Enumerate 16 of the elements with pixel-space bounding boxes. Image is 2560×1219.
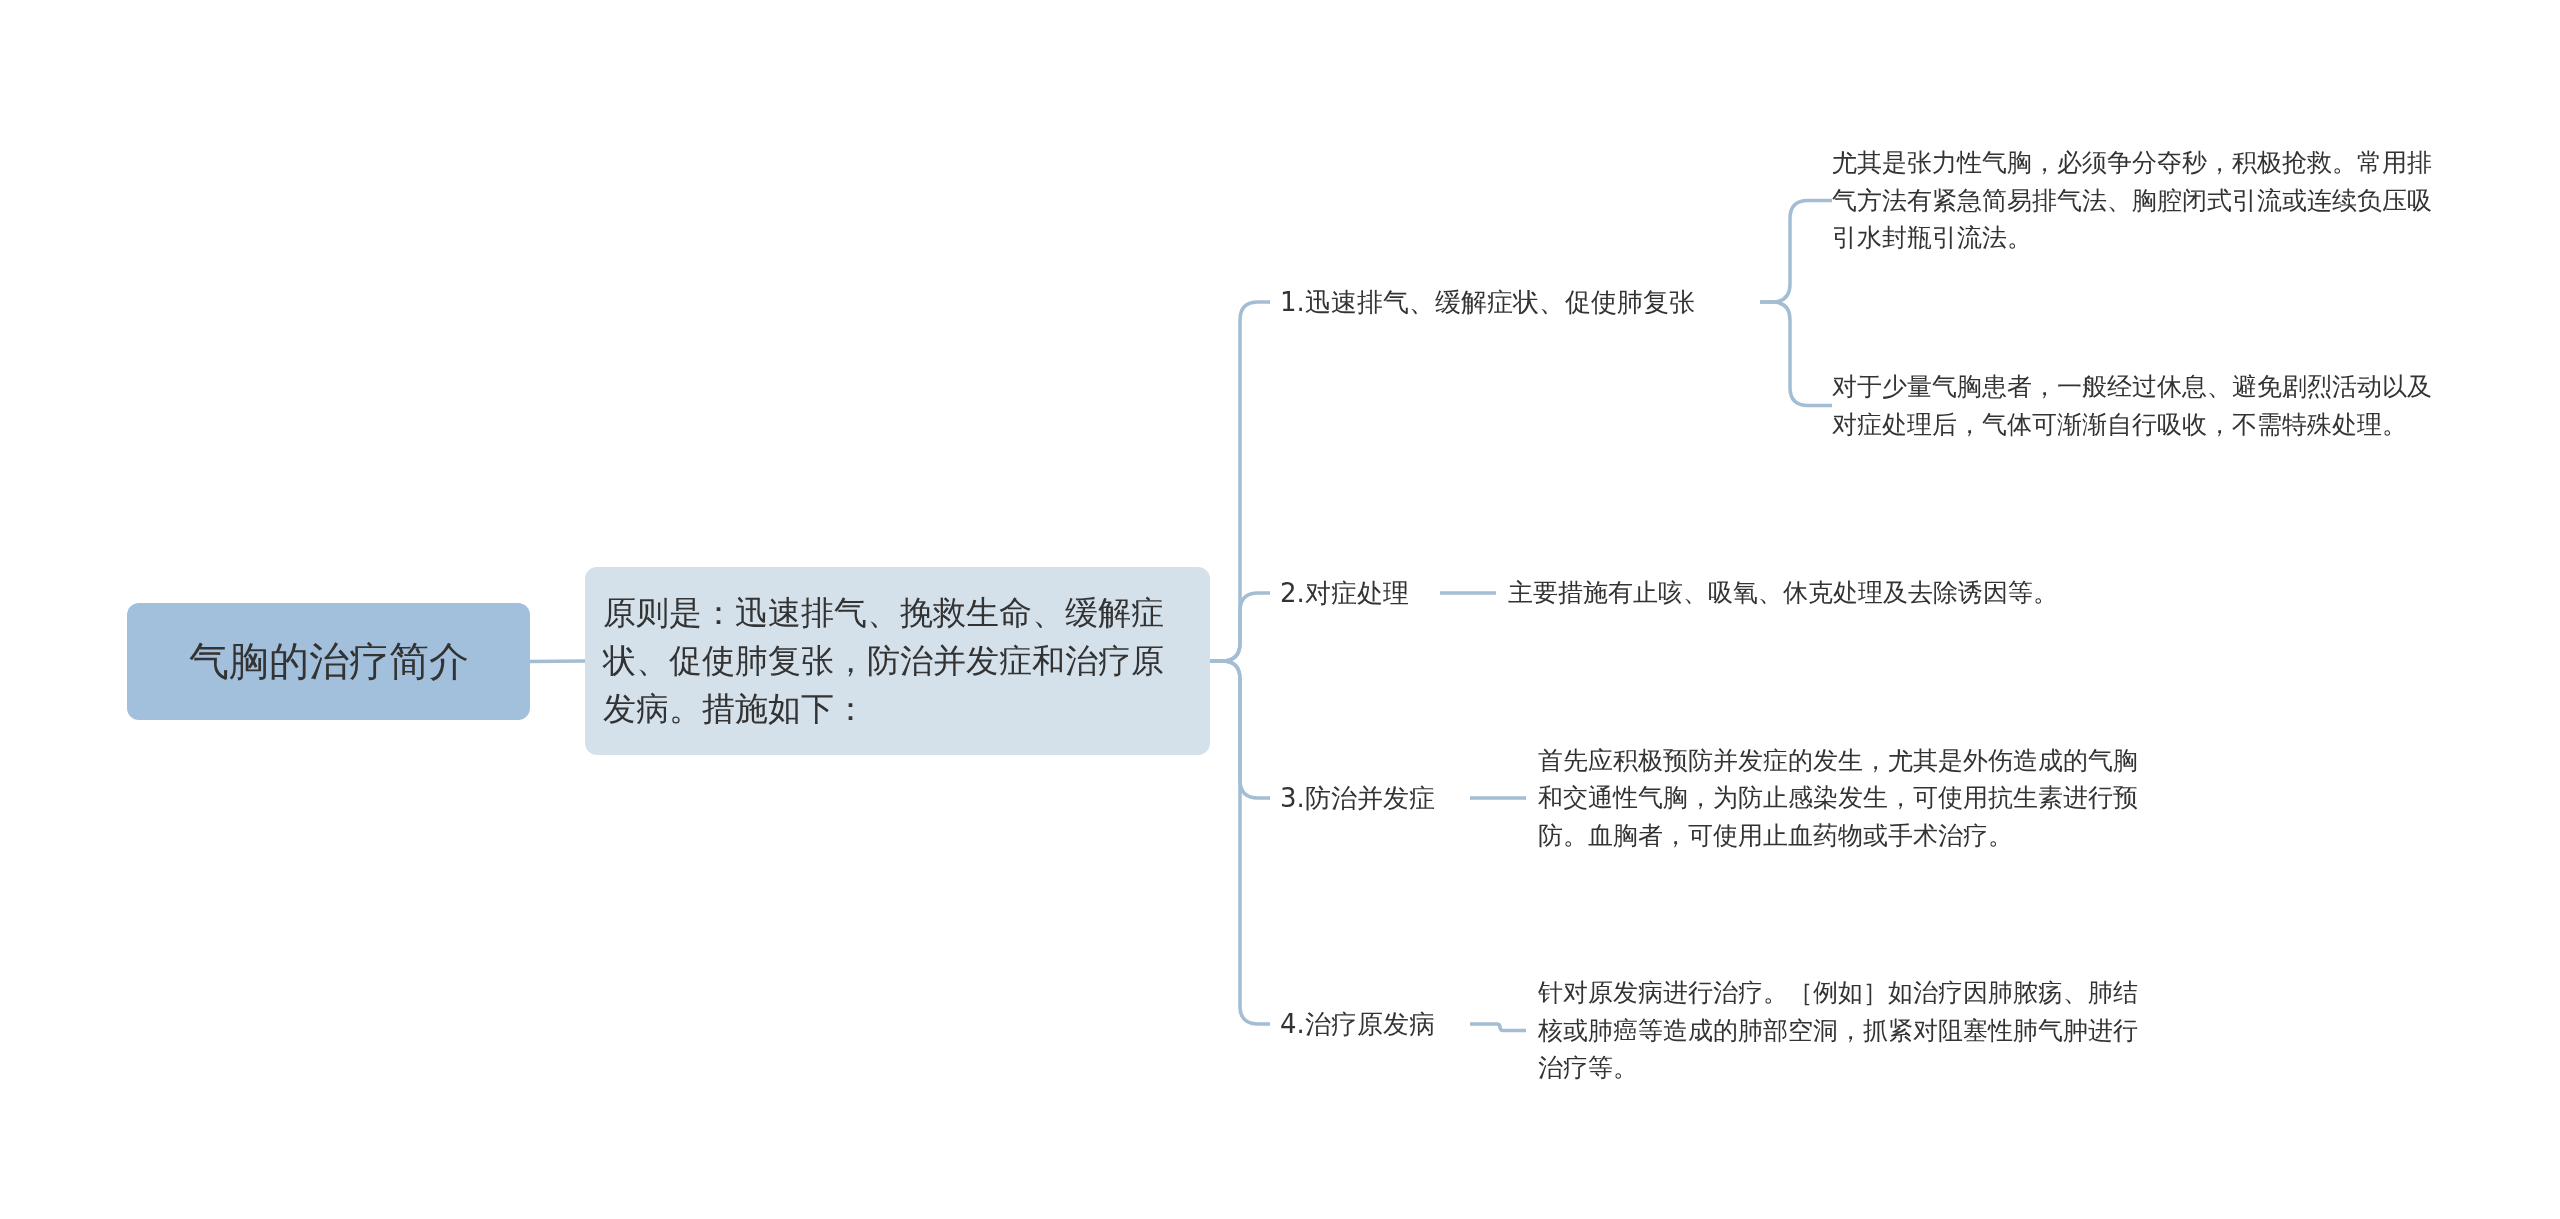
connector-line [1470, 1022, 1526, 1033]
root-topic-box: 气胸的治疗简介 [127, 603, 530, 720]
topic-label: 3.防治并发症 [1280, 778, 1460, 818]
note-text: 尤其是张力性气胸，必须争分夺秒，积极抢救。常用排气方法有紧急简易排气法、胸腔闭式引流或连续负压吸引水封瓶引流法。 [1832, 138, 2432, 263]
note-text: 针对原发病进行治疗。［例如］如治疗因肺脓疡、肺结核或肺癌等造成的肺部空洞，抓紧对阻塞性肺气肿进行治疗等。 [1538, 968, 2138, 1093]
connector-line [1470, 796, 1526, 800]
topic-label: 1.迅速排气、缓解症状、促使肺复张 [1280, 282, 1750, 322]
topic-label: 2.对症处理 [1280, 573, 1430, 613]
connector-line [1760, 300, 1832, 408]
note-text: 主要措施有止咳、吸氧、休克处理及去除诱因等。 [1508, 548, 2108, 638]
connector-line [1440, 591, 1496, 595]
summary-box: 原则是：迅速排气、挽救生命、缓解症状、促使肺复张，防治并发症和治疗原发病。措施如下： [585, 567, 1210, 755]
note-text: 对于少量气胸患者，一般经过休息、避免剧烈活动以及对症处理后，气体可渐渐自行吸收，不需特殊处理。 [1832, 343, 2432, 468]
connector-line [530, 659, 585, 664]
note-text: 首先应积极预防并发症的发生，尤其是外伤造成的气胸和交通性气胸，为防止感染发生，可使用抗生素进行预防。血胸者，可使用止血药物或手术治疗。 [1538, 718, 2138, 878]
topic-label: 4.治疗原发病 [1280, 1004, 1460, 1044]
